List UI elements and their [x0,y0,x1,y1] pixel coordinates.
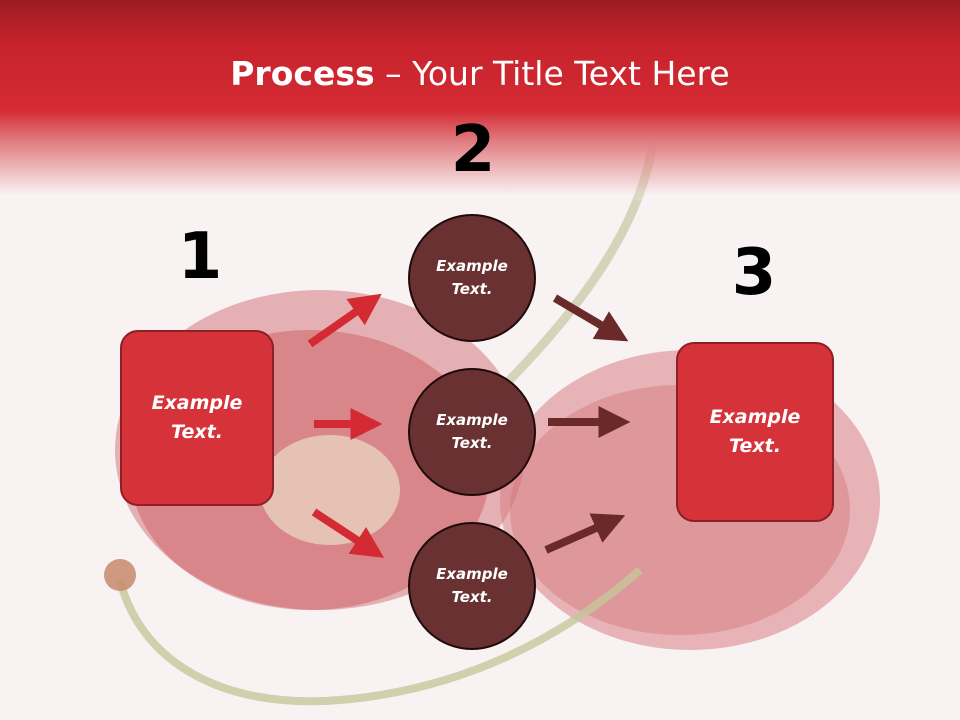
circle-bottom[interactable]: Example Text. [408,522,536,650]
title-bold-part: Process [230,54,375,93]
circle-bottom-text: Example Text. [436,565,508,606]
slide-title: Process – Your Title Text Here [0,52,960,96]
left-box-text: Example Text. [151,392,243,443]
circle-top[interactable]: Example Text. [408,214,536,342]
circle-top-text: Example Text. [436,257,508,298]
step-number-1: 1 [177,220,223,294]
header-band [0,0,960,200]
title-rest: – Your Title Text Here [374,54,730,93]
step-number-2: 2 [450,113,496,187]
step-number-3: 3 [731,236,777,310]
circle-middle[interactable]: Example Text. [408,368,536,496]
right-step-box[interactable]: Example Text. [676,342,834,522]
left-step-box[interactable]: Example Text. [120,330,274,506]
circle-middle-text: Example Text. [436,411,508,452]
right-box-text: Example Text. [709,406,801,457]
